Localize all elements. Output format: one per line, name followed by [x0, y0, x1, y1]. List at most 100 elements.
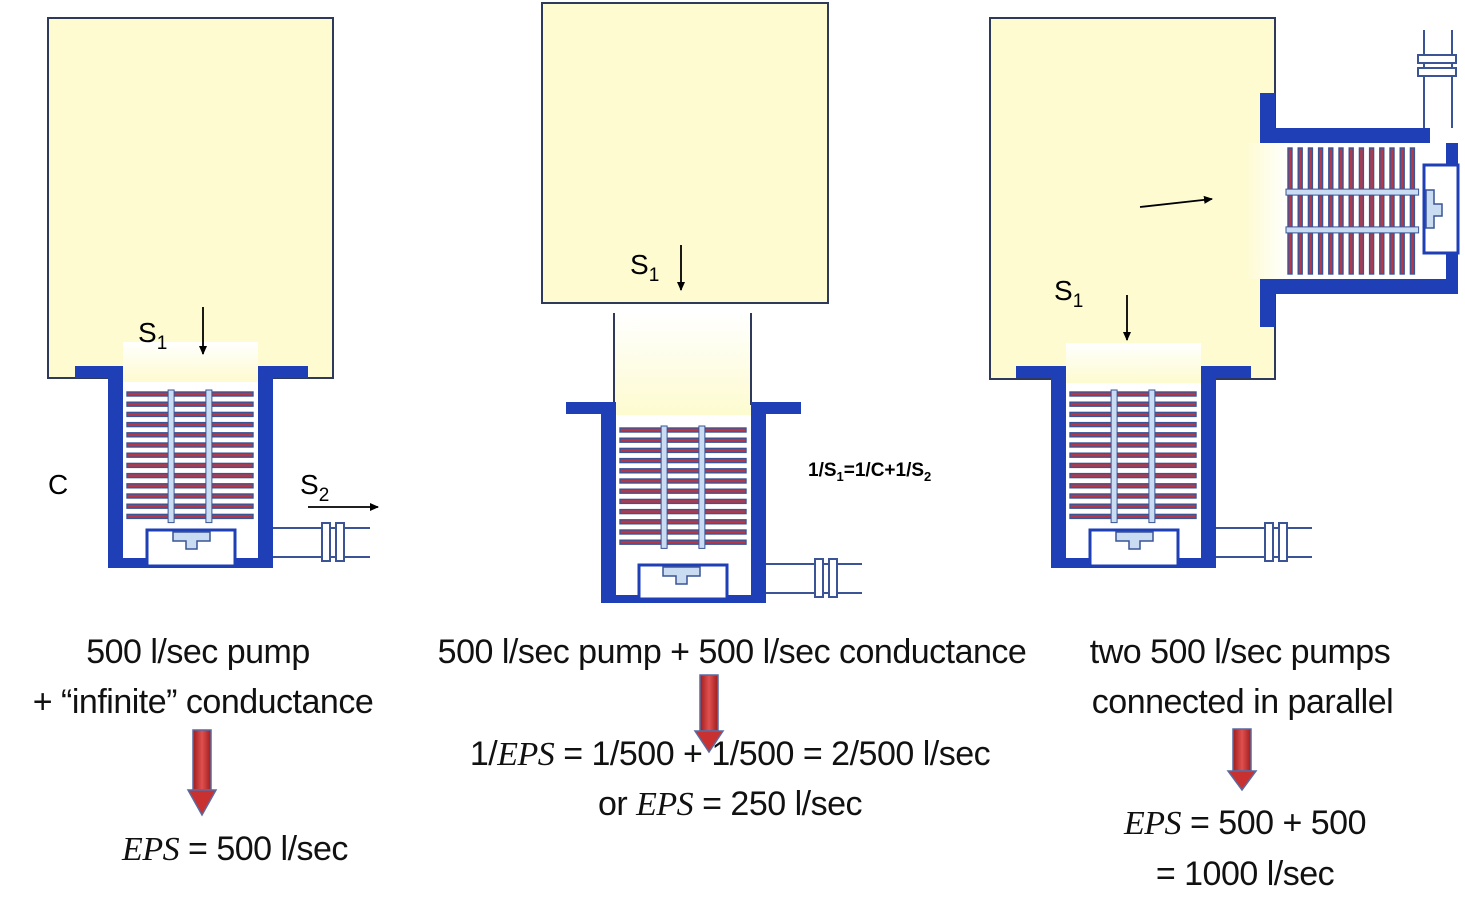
vacuum-chamber	[47, 17, 334, 379]
panel3-result-total: = 1000 l/sec	[1155, 855, 1335, 893]
fin-plate	[619, 468, 747, 474]
fin-plate	[1348, 147, 1354, 275]
result-arrow-head	[186, 789, 218, 817]
fin-plate	[126, 401, 254, 407]
panel3-caption-line2: connected in parallel	[1091, 683, 1394, 721]
c-label: C	[48, 469, 68, 500]
fin-plate	[126, 452, 254, 458]
pump-motor	[1088, 528, 1180, 568]
exhaust-pipe	[766, 558, 862, 598]
s1-label: S1	[138, 317, 167, 354]
pump-inlet-flow	[1066, 343, 1201, 383]
s2-label: S2	[300, 469, 329, 506]
fin-plate	[1069, 442, 1197, 448]
fin-plate	[126, 442, 254, 448]
fin-plate	[1389, 147, 1395, 275]
eps-symbol: EPS	[636, 786, 694, 823]
fin-plate	[1287, 147, 1293, 275]
exhaust-pipe	[273, 522, 370, 562]
fin-plate	[619, 488, 747, 494]
fin-plate	[126, 483, 254, 489]
pump-motor	[637, 563, 729, 601]
panel1-caption-line2: + “infinite” conductance	[32, 683, 374, 721]
cryo-fins	[619, 425, 747, 549]
fin-support	[1148, 389, 1156, 524]
fin-plate	[1317, 147, 1324, 275]
panel1-setup: S1 C S2	[47, 17, 379, 817]
vacuum-chamber	[989, 17, 1276, 380]
s1-label: S1	[630, 249, 659, 286]
fin-plate	[1368, 147, 1375, 275]
result-arrow-shaft	[192, 729, 212, 791]
side-pump-motor	[1422, 163, 1460, 255]
fin-plate	[126, 421, 254, 428]
panel1-result: EPS = 500 l/sec	[122, 830, 348, 868]
side-pump-fins	[1285, 147, 1420, 275]
fin-support	[167, 389, 175, 524]
fin-plate	[619, 539, 747, 545]
fin-plate	[619, 529, 747, 535]
fin-plate	[1069, 493, 1197, 499]
panel2-equation: 1/EPS = 1/500 + 1/500 = 2/500 l/sec	[469, 735, 991, 773]
side-flow-arrow	[1139, 195, 1213, 208]
fin-plate	[1069, 472, 1197, 479]
fin-plate	[619, 447, 747, 454]
fin-plate	[126, 503, 254, 509]
fin-plate	[1338, 147, 1344, 275]
fin-plate	[126, 493, 254, 499]
fin-plate	[126, 472, 254, 479]
fin-plate	[1069, 452, 1197, 458]
fin-support	[1285, 226, 1420, 234]
fin-plate	[619, 427, 747, 433]
conductance-tube-flow	[614, 313, 751, 415]
fin-plate	[619, 508, 747, 515]
fin-plate	[1399, 147, 1405, 275]
pump-motor	[145, 528, 237, 568]
panel2-setup: S1 1/S1=1/C+1/S2	[541, 2, 931, 754]
fin-plate	[1069, 503, 1197, 509]
fin-plate	[1069, 483, 1197, 489]
fin-plate	[619, 519, 747, 525]
eps-symbol: EPS	[1124, 805, 1182, 842]
result-arrow-head	[693, 730, 725, 754]
exhaust-pipe	[1216, 522, 1312, 562]
fin-plate	[1069, 462, 1197, 469]
fin-plate	[1297, 147, 1303, 275]
side-pump-inlet-flow	[1244, 143, 1288, 279]
fin-plate	[1069, 421, 1197, 428]
fin-support	[1110, 389, 1118, 524]
fin-plate	[1379, 147, 1385, 275]
cryo-fins	[126, 389, 254, 524]
fin-plate	[619, 457, 747, 464]
cryo-fins	[1069, 389, 1197, 524]
formula-label: 1/S1=1/C+1/S2	[808, 460, 931, 484]
fin-plate	[126, 432, 254, 438]
fin-support	[205, 389, 213, 524]
panel2-result: or EPS = 250 l/sec	[597, 785, 863, 823]
fin-support	[698, 425, 706, 549]
fin-plate	[1307, 147, 1314, 275]
pump-inlet-flow	[123, 342, 258, 382]
panel3-caption-line1: two 500 l/sec pumps	[1089, 633, 1391, 671]
fin-support	[1285, 188, 1420, 196]
fin-plate	[619, 478, 747, 484]
fin-plate	[126, 462, 254, 469]
fin-plate	[1328, 147, 1334, 275]
fin-plate	[126, 513, 254, 520]
panel3-result: EPS = 500 + 500	[1124, 804, 1366, 842]
eps-symbol: EPS	[122, 831, 180, 868]
fin-support	[660, 425, 668, 549]
fin-plate	[1069, 401, 1197, 407]
side-exhaust-pipe	[1417, 30, 1457, 128]
fin-plate	[1409, 147, 1416, 275]
panel2-caption-line1: 500 l/sec pump + 500 l/sec conductance	[437, 633, 1027, 671]
fin-plate	[1358, 147, 1365, 275]
vacuum-chamber	[541, 2, 829, 304]
eps-symbol: EPS	[497, 736, 555, 773]
fin-plate	[1069, 432, 1197, 438]
fin-plate	[1069, 513, 1197, 520]
result-arrow-shaft	[699, 674, 719, 732]
fin-plate	[1069, 391, 1197, 397]
fin-plate	[126, 411, 254, 418]
